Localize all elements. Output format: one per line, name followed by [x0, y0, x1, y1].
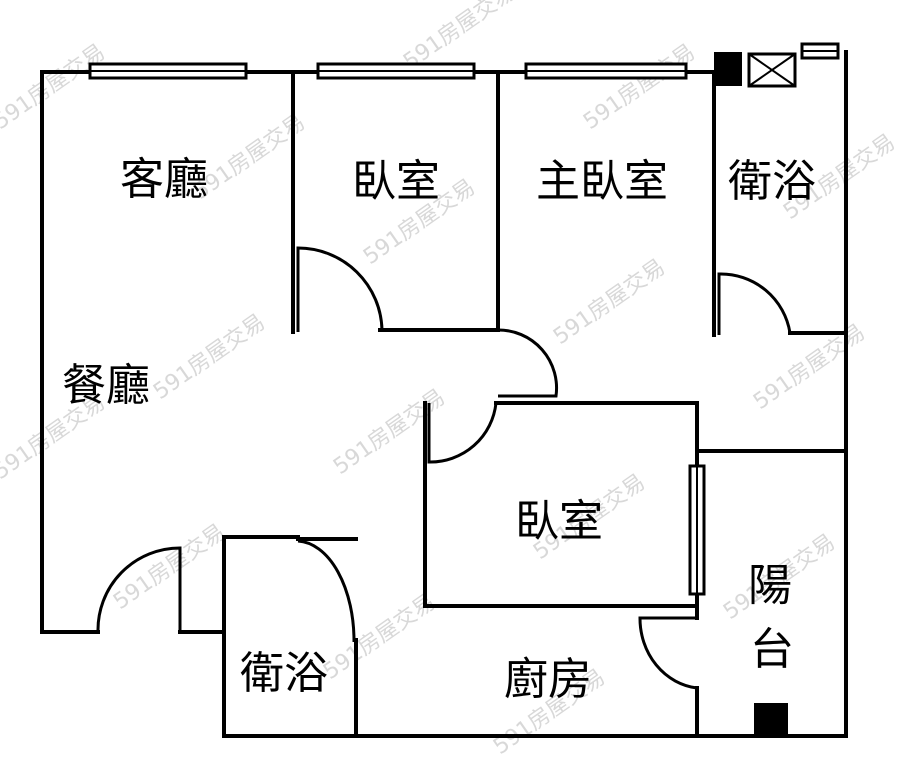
- label-kitchen: 廚房: [504, 654, 592, 705]
- window-central-bedroom: [688, 464, 706, 596]
- label-bathroom: 衛浴: [240, 648, 328, 699]
- label-balcony-bottom: 台: [750, 624, 794, 675]
- label-balcony-top: 陽: [748, 560, 792, 611]
- fixtures: [714, 52, 797, 736]
- label-dining-room: 餐廳: [62, 360, 150, 411]
- door-balcony: [638, 616, 698, 690]
- watermark: 591房屋交易: [329, 385, 450, 480]
- door-central-bedroom: [427, 402, 498, 464]
- door-entry: [96, 546, 182, 633]
- door-master-bath: [717, 272, 792, 335]
- watermark: 591房屋交易: [579, 40, 700, 135]
- watermark: 591房屋交易: [0, 40, 110, 135]
- window-small-top-right: [800, 42, 840, 60]
- window-master-bedroom: [524, 62, 688, 80]
- door-bathroom: [297, 539, 356, 643]
- window-bedroom: [316, 62, 476, 80]
- doors: [96, 246, 792, 690]
- label-central-bedroom: 臥室: [515, 496, 603, 547]
- watermark: 591房屋交易: [149, 310, 270, 405]
- door-bedroom: [296, 246, 384, 332]
- label-master-bathroom: 衛浴: [728, 156, 816, 207]
- door-master-bedroom: [497, 328, 559, 398]
- label-master-bedroom: 主臥室: [536, 156, 668, 207]
- vent-fan-icon: [747, 52, 797, 88]
- window-living-room: [88, 62, 248, 80]
- label-living-room: 客廳: [120, 154, 208, 205]
- windows: [88, 42, 840, 596]
- label-bedroom: 臥室: [352, 156, 440, 207]
- room-labels: 客廳 臥室 主臥室 衛浴 餐廳 臥室 衛浴 廚房 陽 台: [62, 154, 816, 705]
- watermark: 591房屋交易: [319, 590, 440, 685]
- pillar-balcony: [754, 703, 788, 736]
- pillar-top: [714, 52, 742, 86]
- watermark: 591房屋交易: [549, 255, 670, 350]
